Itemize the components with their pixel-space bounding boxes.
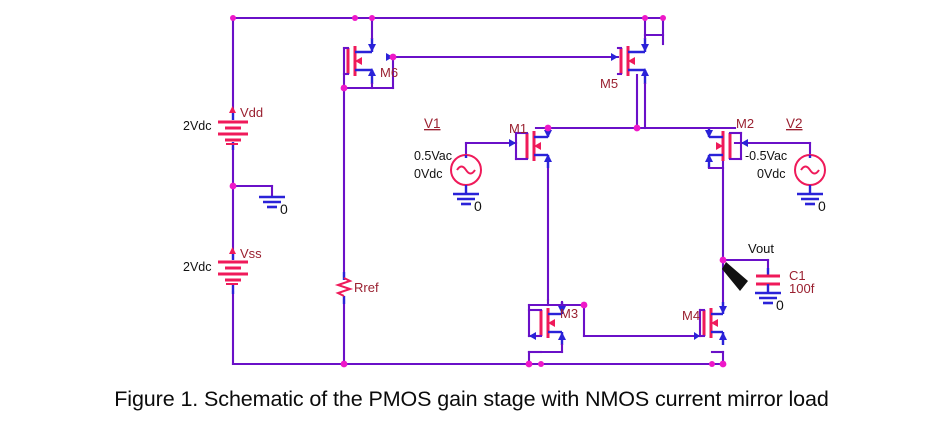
m2-label: M2	[736, 116, 754, 131]
junction-m3-source-rail	[525, 360, 533, 368]
transistor-m5[interactable]: M5	[600, 16, 649, 130]
m5-label: M5	[600, 76, 618, 91]
m1-label: M1	[509, 121, 527, 136]
ground-symbol-supply: 0	[259, 184, 288, 217]
v2-dc-value: 0Vdc	[757, 167, 786, 181]
source-vdd[interactable]: Vdd 2Vdc	[183, 105, 263, 150]
junction-rref-top	[340, 84, 348, 92]
junction-m3-source-rail-2	[538, 361, 544, 367]
junction-m4-source-rail	[709, 361, 715, 367]
v1-label: V1	[424, 116, 441, 131]
circuit-schematic-canvas: Vdd 2Vdc Vss 2Vdc 0	[183, 15, 826, 368]
wire-network	[231, 16, 812, 366]
junction-m3-drain	[580, 301, 588, 309]
vdd-value: 2Vdc	[183, 119, 212, 133]
source-v1[interactable]: 0 V1 0.5Vac 0Vdc	[414, 116, 482, 214]
transistor-m3[interactable]: M3	[527, 300, 578, 354]
junction-m4-source-rail-2	[719, 360, 727, 368]
m6-label: M6	[380, 65, 398, 80]
v2-ac-value: -0.5Vac	[745, 149, 787, 163]
net-vout: Vout	[722, 241, 774, 291]
junction-supply-mid	[229, 182, 237, 190]
junction-tail-node	[633, 124, 641, 132]
junction-m6-source-rail	[369, 15, 375, 21]
figure-caption: Figure 1. Schematic of the PMOS gain sta…	[114, 387, 829, 411]
junction-vout	[719, 256, 727, 264]
transistor-m4[interactable]: M4	[682, 302, 727, 345]
vout-probe-marker[interactable]	[722, 262, 748, 291]
transistor-m2[interactable]: M2	[705, 116, 754, 170]
junction-dots	[229, 15, 727, 368]
vss-label: Vss	[240, 246, 262, 261]
m4-label: M4	[682, 308, 700, 323]
junction-rref-bottom	[340, 360, 348, 368]
transistor-m6[interactable]: M6	[342, 16, 398, 90]
junction-m5-source-rail	[642, 15, 648, 21]
m3-label: M3	[560, 306, 578, 321]
transistor-m1[interactable]: M1	[509, 121, 552, 168]
junction-m1-source	[544, 124, 552, 132]
c1-label: C1	[789, 268, 806, 283]
vdd-label: Vdd	[240, 105, 263, 120]
v2-label: V2	[786, 116, 803, 131]
resistor-rref[interactable]: Rref	[334, 272, 379, 304]
vout-label: Vout	[748, 241, 774, 256]
junction-m6-gate-tie	[389, 53, 397, 61]
v1-dc-value: 0Vdc	[414, 167, 443, 181]
ground-label-c1: 0	[776, 297, 784, 313]
v1-ac-value: 0.5Vac	[414, 149, 452, 163]
rref-label: Rref	[354, 280, 379, 295]
junction-m5-top	[660, 15, 666, 21]
source-v2[interactable]: 0 V2 -0.5Vac 0Vdc	[745, 116, 826, 214]
junction-top-left	[230, 15, 236, 21]
junction-m6-top	[352, 15, 358, 21]
ground-label-supply: 0	[280, 201, 288, 217]
vss-value: 2Vdc	[183, 260, 212, 274]
ground-label-v1: 0	[474, 198, 482, 214]
c1-value: 100f	[789, 281, 815, 296]
ground-label-v2: 0	[818, 198, 826, 214]
capacitor-c1[interactable]: 0 C1 100f	[755, 268, 815, 313]
source-vss[interactable]: Vss 2Vdc	[183, 246, 262, 294]
